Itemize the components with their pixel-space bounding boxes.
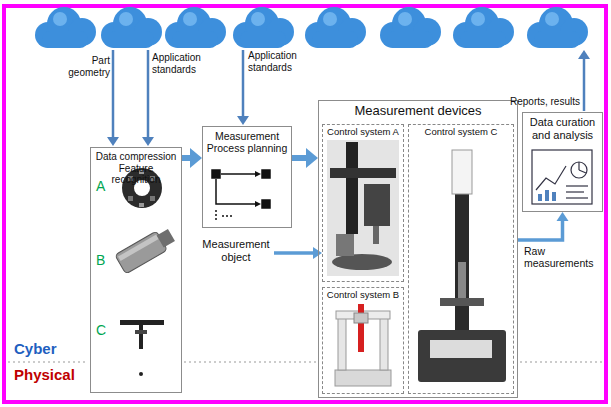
control-system-label: Control system C <box>409 125 513 138</box>
connector-line <box>292 155 307 161</box>
connector <box>292 148 318 168</box>
cloud-row <box>35 7 588 48</box>
group-title: Measurement devices <box>319 101 517 119</box>
control-system-box: Control system A <box>322 124 404 282</box>
connector-line <box>518 220 563 240</box>
group-box: Measurement devicesControl system A Contr… <box>318 100 518 398</box>
input-label: Application standards <box>152 52 214 75</box>
arrow-head <box>190 148 202 168</box>
connector <box>518 212 569 240</box>
control-system-box: Control system C <box>408 124 514 394</box>
variant-letter: A <box>96 178 105 194</box>
control-system-label: Control system B <box>323 288 403 301</box>
connector <box>182 148 202 168</box>
device-image-b <box>335 304 391 386</box>
box-title: Data curation and analysis <box>523 113 602 141</box>
device-photo-c <box>418 150 506 382</box>
arrow-head <box>557 212 569 221</box>
edge-label: Raw measurements <box>524 245 600 269</box>
input-text: Measurement object <box>198 238 274 263</box>
input-node: Measurement object <box>198 238 274 268</box>
input-label: Part geometry <box>58 55 110 78</box>
process-box: Data curation and analysis <box>522 112 603 212</box>
device-photo-a <box>327 140 399 276</box>
connector <box>274 247 322 259</box>
part-image-c <box>120 320 164 376</box>
part-image-b <box>115 225 177 274</box>
connector-line <box>274 251 314 255</box>
control-system-label: Control system A <box>323 125 403 138</box>
control-system-box: Control system B <box>322 287 404 394</box>
process-flow-icon <box>212 170 270 220</box>
analysis-icon <box>532 150 592 204</box>
input-label: Application standards <box>248 50 310 73</box>
process-box: Measurement Process planning <box>202 126 292 228</box>
layer-label: Physical <box>14 366 75 383</box>
box-title: Measurement Process planning <box>203 127 291 154</box>
layer-label: Cyber <box>14 340 57 357</box>
output-label: Reports, results <box>496 96 580 108</box>
connector-line <box>182 155 191 161</box>
variant-letter: B <box>96 252 105 268</box>
cyber-physical-divider <box>8 361 602 362</box>
arrow-head <box>306 148 318 168</box>
variant-letter: C <box>96 322 106 338</box>
